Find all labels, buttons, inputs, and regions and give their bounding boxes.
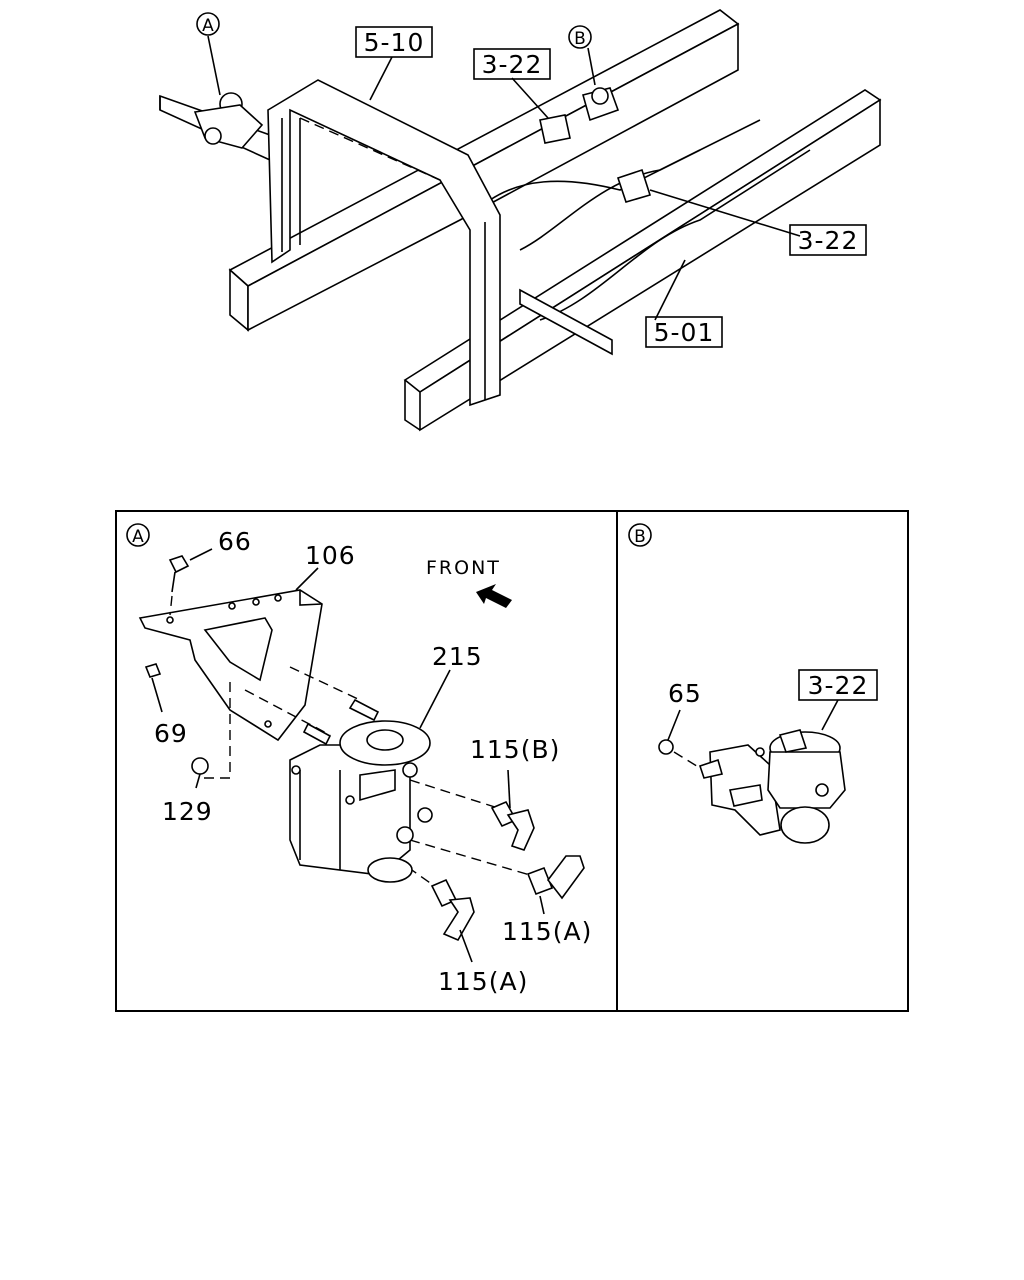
- ref-box-3-22-right: [789, 224, 867, 256]
- front-label: FRONT: [426, 557, 501, 579]
- ref-box-5-10: [355, 26, 433, 58]
- ref-5-01-text: 5-01: [654, 318, 715, 347]
- fitting-115b: [490, 800, 535, 851]
- ref-3-22-panel-b-text: 3-22: [808, 671, 869, 700]
- valve-3-22-assembly: [698, 729, 846, 844]
- panel-b-tag: B: [634, 527, 646, 547]
- fitting-115a-right: [526, 855, 585, 900]
- part-129-label: 129: [162, 797, 213, 826]
- panel-a: A FRONT: [126, 523, 592, 996]
- panel-a-tag-circle: [126, 523, 150, 547]
- front-arrow-icon: [476, 584, 512, 608]
- callout-circle-a: [196, 12, 220, 36]
- ref-box-5-01: [645, 316, 723, 348]
- part-115b-label: 115(B): [470, 735, 560, 764]
- part-115a-bottom-label: 115(A): [438, 967, 528, 996]
- chassis-frame-illustration: [159, 9, 882, 432]
- callout-a-text: A: [202, 16, 214, 36]
- nut-65: [658, 739, 674, 755]
- part-65-label: 65: [668, 679, 702, 708]
- panel-a-tag: A: [132, 527, 144, 547]
- ref-5-10-text: 5-10: [364, 28, 425, 57]
- bracket-106: [138, 589, 323, 742]
- relay-valve-215: [289, 720, 433, 883]
- callout-b-text: B: [574, 29, 586, 49]
- part-215-label: 215: [432, 642, 483, 671]
- part-106-label: 106: [305, 541, 356, 570]
- detail-panels-frame: [115, 510, 909, 1012]
- part-115a-right-label: 115(A): [502, 917, 592, 946]
- part-69-label: 69: [154, 719, 188, 748]
- ref-box-3-22-top: [473, 48, 551, 80]
- fitting-115a-bottom: [430, 878, 475, 942]
- ref-3-22-top-text: 3-22: [482, 50, 543, 79]
- ref-3-22-right-text: 3-22: [798, 226, 859, 255]
- callout-circle-b: [568, 25, 592, 49]
- panel-b-tag-circle: [628, 523, 652, 547]
- panel-b: B 3-22 65: [628, 523, 878, 844]
- part-66-label: 66: [218, 527, 252, 556]
